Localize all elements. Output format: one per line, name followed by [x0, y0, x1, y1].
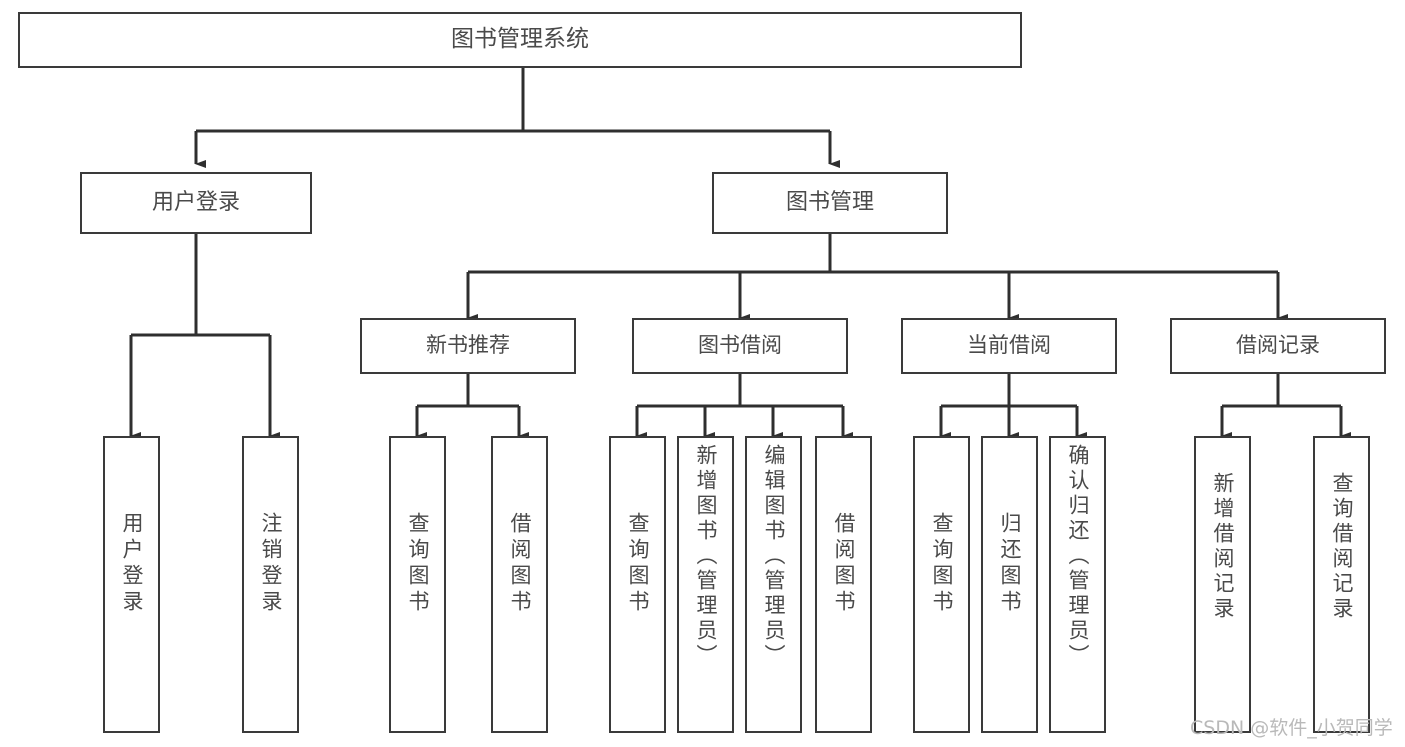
node-book-management[interactable]: 图书管理: [712, 172, 948, 234]
node-label: 新增借阅记录: [1211, 472, 1235, 622]
node-label: 新增图书（管理员）: [694, 444, 718, 669]
node-label: 确认归还（管理员）: [1066, 444, 1090, 669]
node-label: 查询图书: [406, 512, 430, 616]
node-user-login[interactable]: 用户登录: [80, 172, 312, 234]
node-leaf-logout[interactable]: 注销登录: [242, 436, 299, 733]
node-leaf-return-book[interactable]: 归还图书: [981, 436, 1038, 733]
node-label: 借阅图书: [508, 512, 532, 616]
node-book-borrow[interactable]: 图书借阅: [632, 318, 848, 374]
node-leaf-add-record[interactable]: 新增借阅记录: [1194, 436, 1251, 733]
node-leaf-edit-book[interactable]: 编辑图书（管理员）: [745, 436, 802, 733]
node-label: 查询图书: [930, 512, 954, 616]
node-label: 新书推荐: [426, 333, 510, 358]
node-label: 用户登录: [151, 189, 240, 215]
node-label: 编辑图书（管理员）: [762, 444, 786, 669]
node-label: 图书管理系统: [451, 26, 589, 53]
node-label: 当前借阅: [967, 333, 1051, 358]
node-new-book-recommend[interactable]: 新书推荐: [360, 318, 576, 374]
node-current-borrow[interactable]: 当前借阅: [901, 318, 1117, 374]
csdn-watermark: CSDN @软件_小贺同学: [1190, 717, 1393, 739]
node-root-system[interactable]: 图书管理系统: [18, 12, 1022, 68]
node-leaf-add-book[interactable]: 新增图书（管理员）: [677, 436, 734, 733]
node-leaf-confirm-return[interactable]: 确认归还（管理员）: [1049, 436, 1106, 733]
node-leaf-query-book-1[interactable]: 查询图书: [389, 436, 446, 733]
node-label: 图书管理: [785, 189, 874, 215]
node-borrow-record[interactable]: 借阅记录: [1170, 318, 1386, 374]
node-label: 借阅图书: [832, 512, 856, 616]
node-label: 借阅记录: [1236, 333, 1320, 358]
node-leaf-borrow-book-2[interactable]: 借阅图书: [815, 436, 872, 733]
node-label: 归还图书: [998, 512, 1022, 616]
node-leaf-query-book-3[interactable]: 查询图书: [913, 436, 970, 733]
node-label: 注销登录: [259, 512, 283, 616]
node-leaf-query-record[interactable]: 查询借阅记录: [1313, 436, 1370, 733]
node-label: 用户登录: [120, 512, 144, 616]
node-label: 查询借阅记录: [1330, 472, 1354, 622]
node-label: 查询图书: [626, 512, 650, 616]
node-leaf-user-login[interactable]: 用户登录: [103, 436, 160, 733]
node-leaf-borrow-book-1[interactable]: 借阅图书: [491, 436, 548, 733]
node-leaf-query-book-2[interactable]: 查询图书: [609, 436, 666, 733]
node-label: 图书借阅: [698, 333, 782, 358]
